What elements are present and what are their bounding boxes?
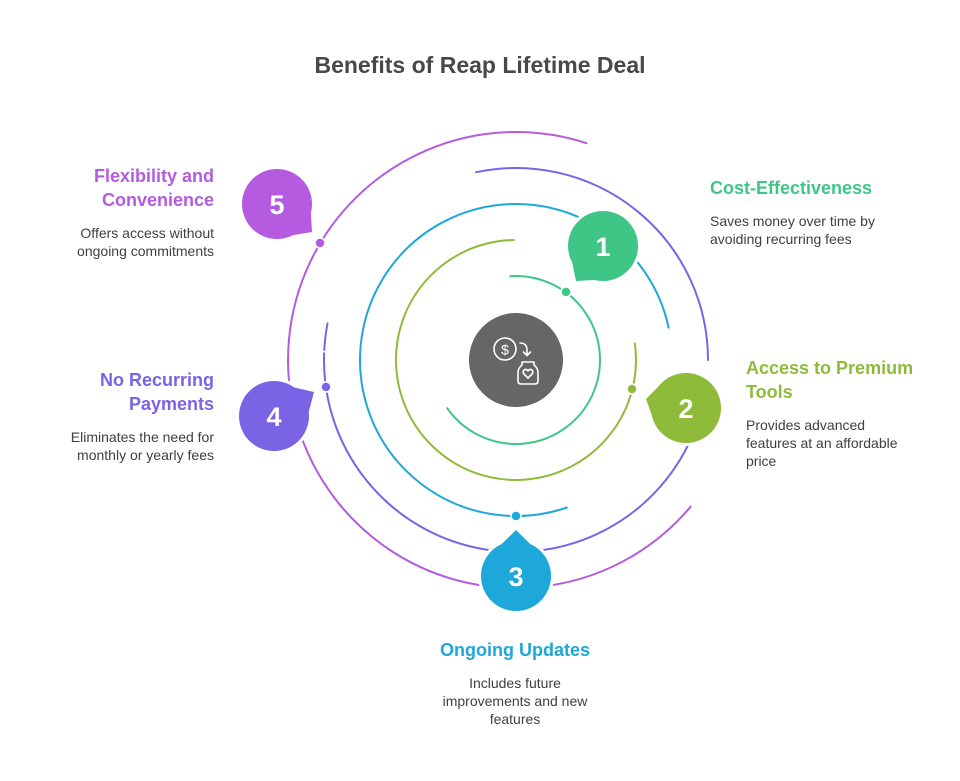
badge-circle bbox=[242, 169, 312, 239]
ring-4-arc-b bbox=[323, 352, 695, 553]
money-to-jar-heart-icon: $ bbox=[493, 337, 539, 385]
ring-2-arc bbox=[395, 239, 637, 481]
step-number: 4 bbox=[266, 402, 281, 432]
step-number: 3 bbox=[508, 562, 523, 592]
step-number: 2 bbox=[678, 394, 693, 424]
benefit-1-description: Saves money over time by avoiding recurr… bbox=[710, 213, 875, 247]
step-2-marker-dot bbox=[626, 383, 638, 395]
step-1-marker-dot bbox=[560, 286, 572, 298]
step-5-marker-dot bbox=[314, 237, 326, 249]
ring-3-arc-b bbox=[359, 203, 595, 518]
step-number: 5 bbox=[269, 190, 284, 220]
step-3-badge: 3 bbox=[478, 530, 554, 614]
badge-circle bbox=[239, 381, 309, 451]
benefit-4-heading: No Recurring Payments bbox=[99, 370, 214, 414]
center-node: $ bbox=[469, 313, 563, 407]
ring-1-arc bbox=[446, 275, 601, 445]
benefit-2-description: Provides advanced features at an afforda… bbox=[746, 417, 898, 469]
step-5-badge: 5 bbox=[239, 166, 315, 242]
benefit-3-heading: Ongoing Updates bbox=[440, 640, 590, 660]
ring-4-arc-a bbox=[475, 167, 709, 361]
badge-tail bbox=[501, 530, 531, 545]
center-circle bbox=[469, 313, 563, 407]
step-2-badge: 2 bbox=[646, 370, 724, 446]
benefit-4-description: Eliminates the need for monthly or yearl… bbox=[70, 429, 214, 463]
svg-text:$: $ bbox=[501, 342, 509, 358]
step-3-marker-dot bbox=[510, 510, 522, 522]
benefit-1: Cost-Effectiveness Saves money over time… bbox=[710, 176, 910, 248]
benefit-3-description: Includes future improvements and new fea… bbox=[442, 675, 588, 727]
badge-circle bbox=[651, 373, 721, 443]
benefit-3: Ongoing Updates Includes future improvem… bbox=[424, 638, 606, 728]
badge-circle bbox=[481, 541, 551, 611]
badge-circle bbox=[568, 211, 638, 281]
benefit-5-description: Offers access without ongoing commitment… bbox=[77, 225, 214, 259]
benefit-4: No Recurring Payments Eliminates the nee… bbox=[40, 368, 214, 464]
benefit-5: Flexibility and Convenience Offers acces… bbox=[40, 164, 214, 260]
ring-4-arc-c bbox=[323, 322, 329, 351]
benefit-1-heading: Cost-Effectiveness bbox=[710, 178, 873, 198]
step-4-marker-dot bbox=[320, 381, 332, 393]
benefit-2: Access to Premium Tools Provides advance… bbox=[746, 356, 936, 470]
benefit-2-heading: Access to Premium Tools bbox=[746, 358, 914, 402]
step-4-badge: 4 bbox=[236, 378, 314, 454]
step-number: 1 bbox=[595, 232, 610, 262]
benefit-5-heading: Flexibility and Convenience bbox=[93, 166, 214, 210]
step-1-badge: 1 bbox=[565, 208, 641, 284]
diagram-title: Benefits of Reap Lifetime Deal bbox=[314, 52, 646, 78]
